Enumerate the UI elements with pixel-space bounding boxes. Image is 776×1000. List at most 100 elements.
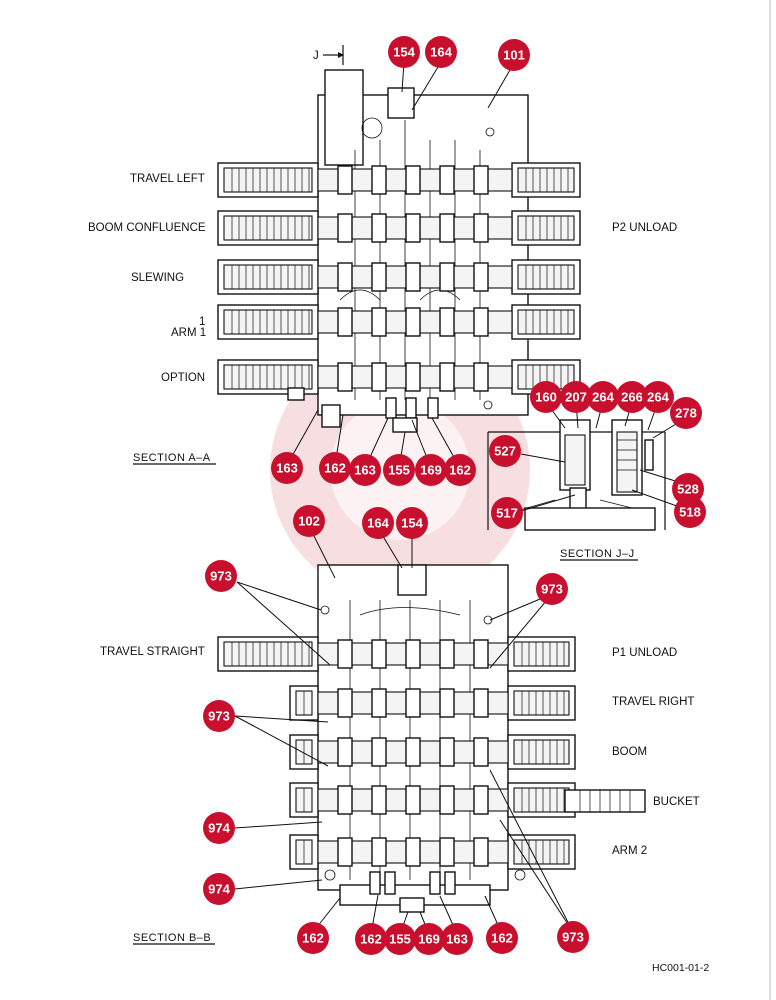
callout-154: 154 — [396, 507, 428, 539]
bucket-rod — [564, 789, 646, 813]
callout-number: 266 — [621, 390, 643, 405]
callout-number: 973 — [208, 709, 230, 724]
spool-travel-straight — [217, 636, 576, 672]
callout-number: 278 — [675, 406, 697, 421]
callout-162: 162 — [297, 922, 329, 954]
callout-number: 155 — [388, 463, 410, 478]
callout-number: 162 — [302, 931, 324, 946]
callout-number: 102 — [298, 514, 320, 529]
callout-number: 160 — [535, 390, 557, 405]
section-aa-drawing — [217, 69, 581, 433]
callout-number: 164 — [430, 45, 452, 60]
spool-boom-confluence — [217, 210, 581, 246]
spool-travel-left — [217, 162, 581, 198]
label-p1-unload: P1 UNLOAD — [612, 647, 677, 659]
callout-518: 518 — [674, 496, 706, 528]
callout-number: 169 — [420, 463, 442, 478]
callout-number: 974 — [208, 821, 230, 836]
callout-number: 264 — [592, 390, 614, 405]
section-bb-labels: TRAVEL STRAIGHT P1 UNLOAD TRAVEL RIGHT B… — [100, 646, 709, 974]
callout-974: 974 — [203, 873, 235, 905]
spool-arm-1 — [217, 304, 581, 340]
plug-154 — [387, 87, 415, 119]
callout-207: 207 — [560, 381, 592, 413]
callout-number: 973 — [541, 582, 563, 597]
callout-number: 162 — [360, 932, 382, 947]
callout-164: 164 — [425, 36, 457, 68]
callout-number: 164 — [367, 516, 389, 531]
callout-164: 164 — [362, 507, 394, 539]
section-jj-drawing: SECTION J–J — [487, 419, 666, 561]
callout-162: 162 — [355, 923, 387, 955]
spool-travel-right — [289, 685, 576, 721]
spool-bucket — [289, 782, 576, 818]
callout-number: 162 — [449, 463, 471, 478]
callout-973: 973 — [203, 700, 235, 732]
callout-number: 518 — [679, 505, 701, 520]
callout-162: 162 — [319, 452, 351, 484]
svg-text:J: J — [313, 50, 319, 62]
callout-973: 973 — [557, 921, 589, 953]
callout-517: 517 — [491, 497, 523, 529]
callout-number: 162 — [491, 931, 513, 946]
callout-155: 155 — [384, 923, 416, 955]
callout-163: 163 — [271, 452, 303, 484]
callout-169: 169 — [413, 923, 445, 955]
callout-number: 163 — [276, 461, 298, 476]
callout-160: 160 — [530, 381, 562, 413]
callout-973: 973 — [536, 573, 568, 605]
section-bb-title: SECTION B–B — [133, 932, 211, 944]
callout-266: 266 — [616, 381, 648, 413]
label-travel-right: TRAVEL RIGHT — [612, 696, 694, 708]
callout-number: 973 — [562, 930, 584, 945]
callout-number: 162 — [324, 461, 346, 476]
callout-number: 264 — [647, 390, 669, 405]
section-aa-title: SECTION A–A — [133, 452, 211, 464]
label-boom-confluence: BOOM CONFLUENCE — [88, 222, 206, 234]
label-option: OPTION — [161, 372, 205, 384]
callout-278: 278 — [670, 397, 702, 429]
drawing-code: HC001-01-2 — [652, 962, 709, 974]
callout-number: 163 — [446, 932, 468, 947]
callout-number: 528 — [677, 482, 699, 497]
callout-101: 101 — [498, 39, 530, 71]
label-travel-straight: TRAVEL STRAIGHT — [100, 646, 205, 658]
callout-162: 162 — [486, 922, 518, 954]
label-arm-2: ARM 2 — [612, 845, 647, 857]
callout-number: 155 — [389, 932, 411, 947]
section-bb-drawing — [217, 564, 646, 913]
callout-974: 974 — [203, 812, 235, 844]
callout-264: 264 — [587, 381, 619, 413]
callout-102: 102 — [293, 505, 325, 537]
spool-arm-2 — [289, 834, 576, 870]
callout-163: 163 — [349, 454, 381, 486]
callout-number: 974 — [208, 882, 230, 897]
callout-number: 154 — [393, 45, 415, 60]
callout-155: 155 — [383, 454, 415, 486]
section-j-marker: J — [313, 45, 344, 65]
callout-163: 163 — [441, 923, 473, 955]
callout-number: 527 — [494, 444, 516, 459]
callout-162: 162 — [444, 454, 476, 486]
callout-number: 517 — [496, 506, 518, 521]
callout-number: 101 — [503, 48, 525, 63]
callout-number: 169 — [418, 932, 440, 947]
label-travel-left: TRAVEL LEFT — [130, 173, 205, 185]
plug-154-bb — [397, 564, 427, 596]
callout-number: 163 — [354, 463, 376, 478]
callout-number: 973 — [210, 569, 232, 584]
callout-264: 264 — [642, 381, 674, 413]
label-slewing: SLEWING — [131, 272, 184, 284]
callout-528: 528 — [672, 473, 704, 505]
callout-number: 154 — [401, 516, 423, 531]
label-boom: BOOM — [612, 746, 647, 758]
label-bucket: BUCKET — [653, 796, 700, 808]
spool-boom — [289, 734, 576, 770]
section-jj-title: SECTION J–J — [560, 548, 635, 560]
label-p2-unload: P2 UNLOAD — [612, 222, 677, 234]
callout-number: 207 — [565, 390, 587, 405]
top-cap — [324, 69, 364, 166]
